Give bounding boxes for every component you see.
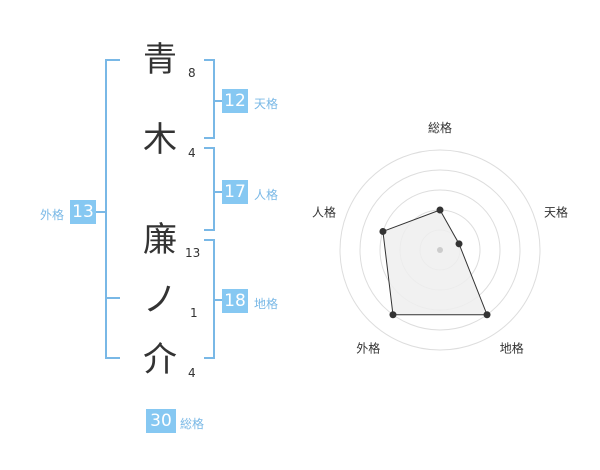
tenkaku-value-badge: 12 [222,89,248,113]
tenkaku-bracket [204,59,215,139]
radar-point [436,206,444,214]
name-char-3: 廉 [143,220,177,260]
gaikaku-bracket-upper [105,59,120,299]
stroke-count-2: 4 [188,146,196,160]
soukaku-label: 総格 [180,417,205,431]
radar-axis-label: 地格 [500,341,524,356]
stroke-count-1: 8 [188,66,196,80]
soukaku-value-badge: 30 [146,409,176,433]
radar-point [483,311,491,319]
gaikaku-bracket-lower [105,298,120,359]
radar-axis-label: 外格 [356,341,380,356]
chikaku-bracket [204,239,215,359]
stroke-count-4: 1 [190,306,198,320]
jinkaku-label: 人格 [254,188,279,202]
name-char-5: 介 [143,340,177,380]
radar-point [455,240,463,248]
radar-axis-label: 人格 [312,204,336,219]
gaikaku-label: 外格 [40,208,65,222]
chikaku-value-badge: 18 [222,289,248,313]
jinkaku-value-badge: 17 [222,180,248,204]
radar-series-polygon [382,209,488,316]
radar-center-dot [437,247,443,253]
radar-ring [359,169,521,331]
gaikaku-value-badge: 13 [70,200,96,224]
radar-point [389,311,397,319]
radar-axis-label: 天格 [544,204,568,219]
stroke-count-5: 4 [188,366,196,380]
chikaku-label: 地格 [254,297,279,311]
name-char-1: 青 [143,40,177,80]
radar-axis-label: 総格 [428,120,452,135]
stroke-count-3: 13 [185,246,201,260]
tenkaku-label: 天格 [254,97,279,111]
name-char-2: 木 [143,120,177,160]
radar-point [379,227,387,235]
radar-ring [339,149,541,351]
name-char-4: ノ [143,280,177,320]
jinkaku-bracket [204,147,215,231]
